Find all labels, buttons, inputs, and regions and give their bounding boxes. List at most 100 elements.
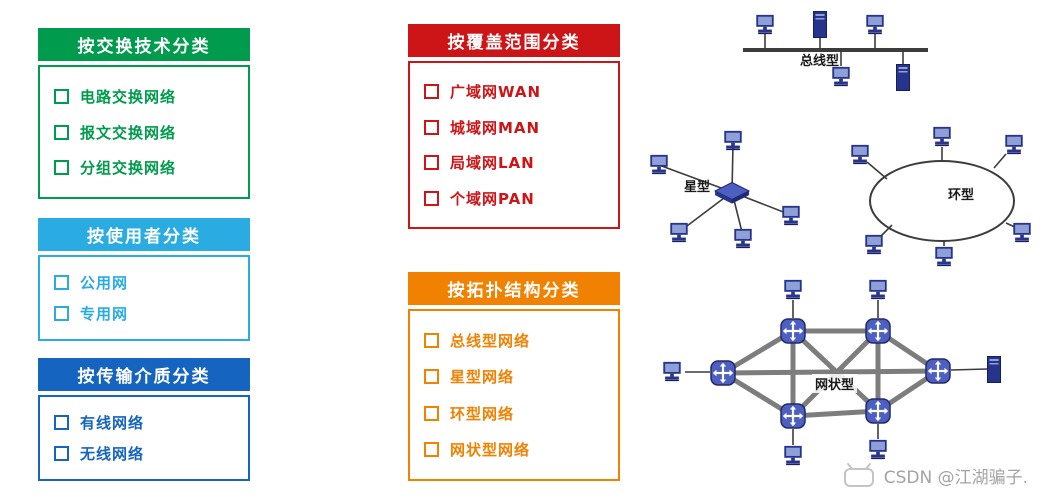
- item-label: 个域网PAN: [450, 189, 535, 208]
- panel-coverage-body: 广域网WAN 城域网MAN 局域网LAN 个域网PAN: [408, 61, 620, 229]
- item-label: 环型网络: [450, 404, 515, 423]
- ring-circle: [869, 160, 1015, 242]
- bus-backbone-line: [743, 48, 928, 52]
- item-label: 网状型网络: [450, 440, 531, 459]
- checkbox-icon: [54, 446, 69, 462]
- list-item: 局域网LAN: [424, 152, 618, 173]
- router-icon: [780, 403, 806, 429]
- watermark-text: CSDN @江湖骗子.: [883, 467, 1028, 488]
- item-label: 无线网络: [80, 445, 145, 464]
- panel-topology-body: 总线型网络 星型网络 环型网络 网状型网络: [408, 309, 620, 481]
- star-topology-diagram: [650, 130, 800, 249]
- computer-icon: [933, 126, 951, 147]
- panel-switch-tech-body: 电路交换网络 报文交换网络 分组交换网络: [38, 65, 250, 199]
- router-icon: [780, 318, 806, 344]
- star-topology-label: 星型: [684, 180, 711, 195]
- panel-title: 按拓扑结构分类: [447, 281, 581, 301]
- item-label: 有线网络: [80, 413, 145, 432]
- router-icon: [865, 398, 891, 424]
- list-item: 分组交换网络: [54, 157, 248, 178]
- computer-icon: [724, 130, 742, 151]
- mesh-access-wires: [685, 300, 988, 445]
- list-item: 个域网PAN: [424, 188, 618, 209]
- ring-topology-label: 环型: [948, 188, 975, 203]
- bus-topology-label: 总线型: [800, 54, 840, 69]
- checkbox-icon: [54, 88, 69, 104]
- mesh-topology-label: 网状型: [812, 374, 858, 393]
- panel-user-header: 按使用者分类: [38, 218, 250, 251]
- list-item: 广域网WAN: [424, 81, 618, 102]
- ring-topology-diagram: [851, 126, 1031, 267]
- panel-title: 按使用者分类: [87, 227, 201, 247]
- item-label: 城域网MAN: [450, 118, 541, 137]
- computer-icon: [866, 14, 884, 35]
- computer-icon: [784, 279, 802, 300]
- checkbox-icon: [54, 414, 69, 430]
- list-item: 有线网络: [54, 412, 248, 433]
- mesh-topology-diagram: [663, 279, 1001, 466]
- computer-icon: [784, 445, 802, 466]
- tv-icon: [843, 463, 874, 487]
- list-item: 城域网MAN: [424, 117, 618, 138]
- item-label: 专用网: [80, 305, 129, 324]
- computer-icon: [869, 279, 887, 300]
- computer-icon: [851, 144, 869, 165]
- panel-user-body: 公用网 专用网: [38, 255, 250, 341]
- list-item: 电路交换网络: [54, 86, 248, 107]
- panel-title: 按交换技术分类: [77, 37, 211, 57]
- item-label: 分组交换网络: [80, 159, 177, 178]
- item-label: 总线型网络: [450, 332, 531, 351]
- checkbox-icon: [424, 119, 439, 135]
- list-item: 星型网络: [424, 366, 618, 387]
- computer-icon: [670, 222, 688, 243]
- server-icon: [987, 356, 1001, 383]
- checkbox-icon: [54, 306, 69, 322]
- computer-icon: [869, 439, 887, 460]
- bus-topology-diagram: [743, 11, 928, 91]
- checkbox-icon: [424, 333, 439, 349]
- server-icon: [813, 11, 827, 38]
- computer-icon: [756, 14, 774, 35]
- router-icon: [865, 318, 891, 344]
- computer-icon: [832, 66, 850, 87]
- item-label: 局域网LAN: [450, 154, 535, 173]
- checkbox-icon: [424, 84, 439, 100]
- panel-topology-header: 按拓扑结构分类: [408, 272, 620, 305]
- ring-links: [866, 147, 1018, 246]
- router-icon: [710, 360, 736, 386]
- computer-icon: [865, 234, 883, 255]
- panel-medium-header: 按传输介质分类: [38, 358, 250, 391]
- list-item: 无线网络: [54, 443, 248, 464]
- computer-icon: [734, 228, 752, 249]
- item-label: 报文交换网络: [80, 123, 177, 142]
- checkbox-icon: [424, 190, 439, 206]
- list-item: 专用网: [54, 303, 248, 324]
- panel-topology: 按拓扑结构分类 总线型网络 星型网络 环型网络 网状型网络: [408, 272, 620, 481]
- computer-icon: [1005, 134, 1023, 155]
- computer-icon: [650, 154, 668, 175]
- checkbox-icon: [54, 124, 69, 140]
- list-item: 环型网络: [424, 403, 618, 424]
- panel-medium-body: 有线网络 无线网络: [38, 395, 250, 481]
- panel-coverage-header: 按覆盖范围分类: [408, 24, 620, 57]
- panel-medium: 按传输介质分类 有线网络 无线网络: [38, 358, 250, 481]
- computer-icon: [1013, 222, 1031, 243]
- list-item: 公用网: [54, 272, 248, 293]
- computer-icon: [663, 361, 681, 382]
- checkbox-icon: [424, 155, 439, 171]
- router-icon: [925, 358, 951, 384]
- checkbox-icon: [424, 441, 439, 457]
- panel-switch-tech: 按交换技术分类 电路交换网络 报文交换网络 分组交换网络: [38, 28, 250, 199]
- computer-icon: [782, 205, 800, 226]
- computer-icon: [935, 246, 953, 267]
- panel-title: 按传输介质分类: [77, 367, 211, 387]
- panel-title: 按覆盖范围分类: [447, 33, 581, 53]
- panel-user: 按使用者分类 公用网 专用网: [38, 218, 250, 341]
- item-label: 电路交换网络: [80, 87, 177, 106]
- item-label: 星型网络: [450, 368, 515, 387]
- checkbox-icon: [424, 405, 439, 421]
- panel-switch-tech-header: 按交换技术分类: [38, 28, 250, 61]
- watermark: CSDN @江湖骗子.: [842, 461, 1028, 489]
- list-item: 总线型网络: [424, 330, 618, 351]
